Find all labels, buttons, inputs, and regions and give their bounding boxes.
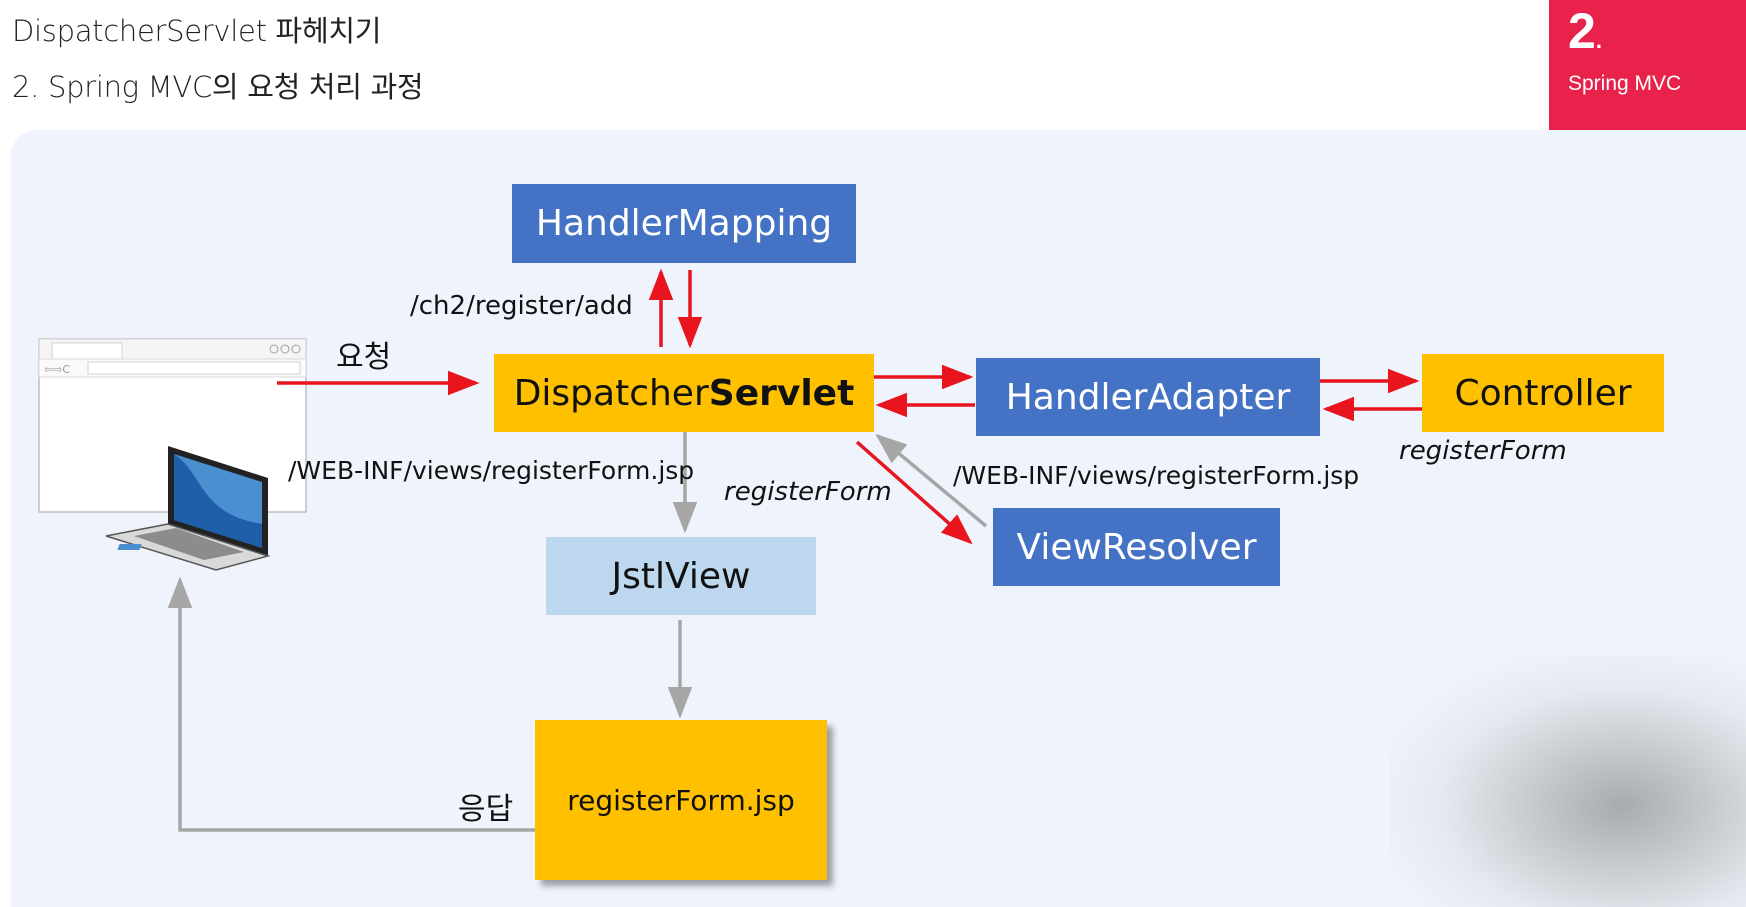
view-name-center-label: registerForm xyxy=(724,477,892,507)
dispatcher-label: Dispatcher xyxy=(513,372,709,414)
request-label: 요청 xyxy=(336,340,392,375)
controller-box: Controller xyxy=(1422,354,1664,432)
laptop-icon xyxy=(105,446,271,571)
view-resolver-box: ViewResolver xyxy=(993,508,1280,586)
view-path-left-label: /WEB-INF/views/registerForm.jsp xyxy=(288,456,695,485)
svg-text:⇦⇨C: ⇦⇨C xyxy=(44,363,70,376)
slide-header: DispatcherServlet 파헤치기 2. Spring MVC의 요청… xyxy=(12,8,424,106)
slide-title: DispatcherServlet 파헤치기 xyxy=(12,14,382,48)
handler-adapter-box: HandlerAdapter xyxy=(976,358,1320,436)
jstl-view-box: JstlView xyxy=(546,537,816,615)
response-label: 응답 xyxy=(458,792,514,827)
section-number: 2. xyxy=(1568,3,1602,59)
blurred-presenter xyxy=(1390,655,1746,907)
view-path-right-label: /WEB-INF/views/registerForm.jsp xyxy=(953,461,1360,490)
section-name: Spring MVC xyxy=(1568,72,1682,95)
slide-subtitle: 2. Spring MVC의 요청 처리 과정 xyxy=(12,70,424,104)
view-name-controller-label: registerForm xyxy=(1399,436,1567,466)
response-arrow xyxy=(167,576,535,832)
register-form-jsp-box: registerForm.jsp xyxy=(535,720,827,880)
servlet-label: Servlet xyxy=(708,372,855,414)
from-view-resolver-arrow xyxy=(875,433,988,528)
handler-mapping-box: HandlerMapping xyxy=(512,184,856,263)
request-url-label: /ch2/register/add xyxy=(410,291,633,321)
